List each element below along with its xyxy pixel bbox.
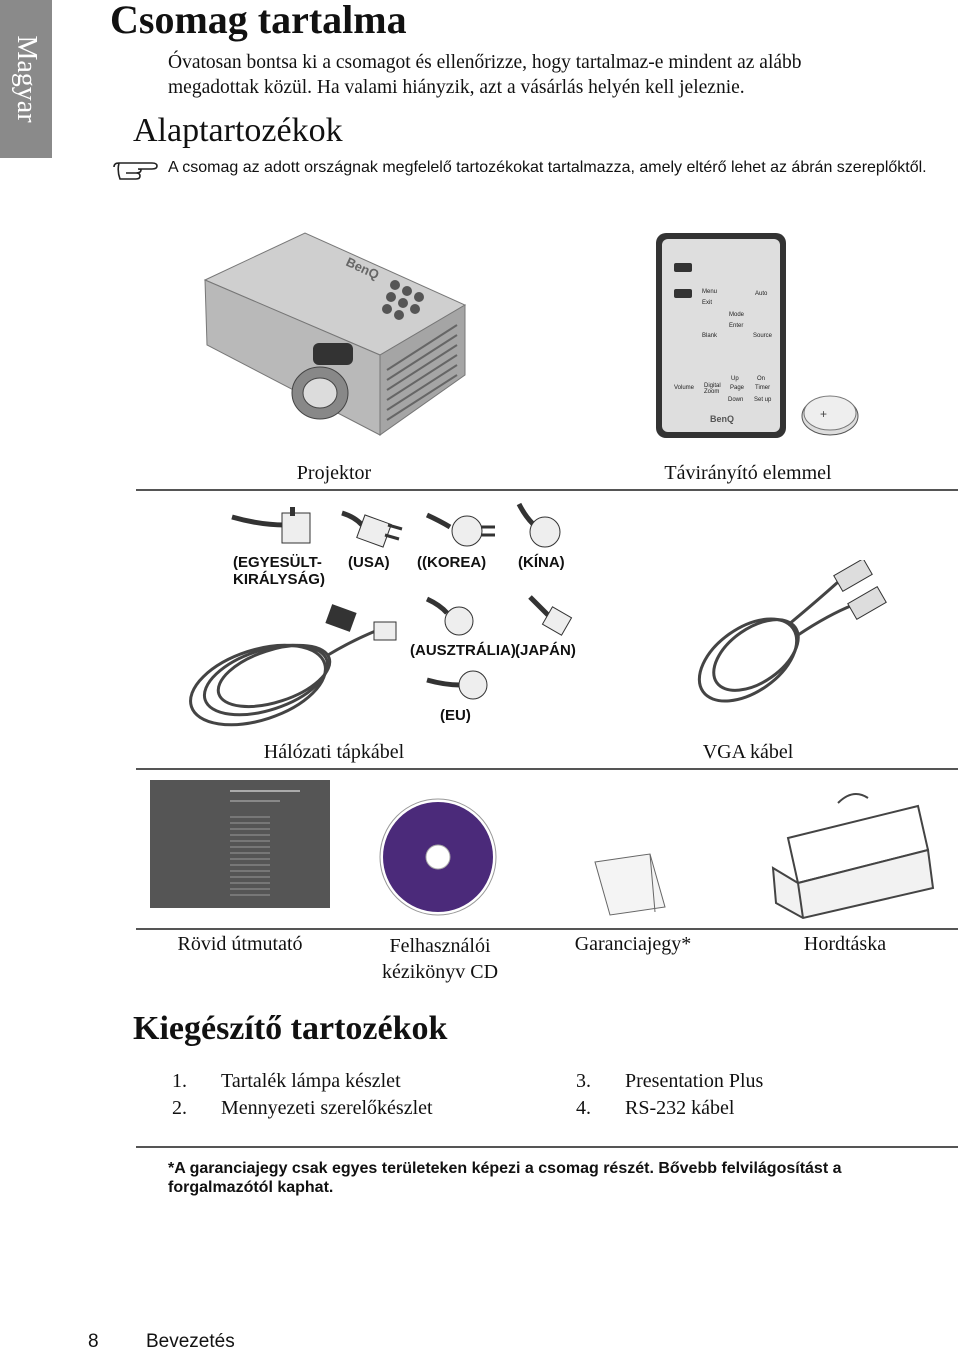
remote-volume-label: Volume xyxy=(674,385,695,391)
remote-mode-label: Mode xyxy=(729,312,745,318)
remote-zoom-label: Digital Zoom xyxy=(704,383,721,395)
us-plug-icon xyxy=(341,510,403,548)
standard-heading: Alaptartozékok xyxy=(133,112,343,149)
quick-guide-image xyxy=(150,780,330,908)
vga-caption: VGA kábel xyxy=(702,741,794,763)
accessory-2-num: 2. xyxy=(172,1097,187,1119)
remote-caption: Távirányító elemmel xyxy=(664,462,832,484)
carry-case-image xyxy=(771,793,935,920)
plug-label-eu: (EU) xyxy=(440,707,471,724)
language-tab: Magyar xyxy=(0,0,52,158)
page-number: 8 xyxy=(88,1331,99,1352)
optional-heading: Kiegészítő tartozékok xyxy=(133,1010,448,1047)
divider-3 xyxy=(136,928,958,930)
accessory-4-num: 4. xyxy=(576,1097,591,1119)
remote-exit-label: Exit xyxy=(702,300,713,306)
divider-1 xyxy=(136,489,958,491)
plug-label-uk: (EGYESÜLT- KIRÁLYSÁG) xyxy=(233,554,325,588)
eu-plug-icon xyxy=(426,670,488,700)
battery-icon: + xyxy=(801,395,859,436)
china-plug-icon xyxy=(516,502,561,548)
power-cord-caption: Hálózati tápkábel xyxy=(263,741,405,763)
accessory-4-text: RS-232 kábel xyxy=(625,1097,735,1119)
warranty-caption: Garanciajegy* xyxy=(574,933,692,955)
intro-paragraph: Óvatosan bontsa ki a csomagot és ellenőr… xyxy=(168,52,802,98)
manual-cd-image xyxy=(379,798,497,916)
manual-cd-caption-line2: kézikönyv CD xyxy=(381,961,499,983)
case-caption: Hordtáska xyxy=(803,933,887,955)
language-tab-label: Magyar xyxy=(11,35,42,123)
svg-text:+: + xyxy=(820,407,827,421)
manual-cd-caption-line1: Felhasználói xyxy=(389,935,491,957)
plug-label-china: (KÍNA) xyxy=(518,554,565,571)
vga-cable-image xyxy=(697,560,887,703)
power-cord-image xyxy=(189,604,397,727)
divider-2 xyxy=(136,768,958,770)
manual-cd-caption: Felhasználói kézikönyv CD xyxy=(340,933,540,985)
plug-label-uk-line1: (EGYESÜLT- xyxy=(233,554,322,571)
remote-on-label: On xyxy=(757,376,766,382)
quick-guide-caption: Rövid útmutató xyxy=(177,933,303,955)
warranty-card-image xyxy=(594,853,666,916)
page-title: Csomag tartalma xyxy=(110,0,407,42)
remote-source-label: Source xyxy=(753,333,773,339)
divider-4 xyxy=(136,1146,958,1148)
remote-page-label: Page xyxy=(730,385,745,391)
remote-setup-label: Set up xyxy=(754,397,772,403)
remote-timer-label: Timer xyxy=(755,385,771,391)
projector-caption: Projektor xyxy=(296,462,372,484)
remote-image: Menu Exit Auto Mode Enter Blank Source V… xyxy=(656,233,786,438)
power-button-icon xyxy=(674,263,692,272)
accessory-3-text: Presentation Plus xyxy=(625,1070,764,1092)
remote-menu-label: Menu xyxy=(702,289,718,295)
accessory-3-num: 3. xyxy=(576,1070,591,1092)
uk-plug-icon xyxy=(231,507,311,544)
accessory-1-num: 1. xyxy=(172,1070,187,1092)
pointing-hand-icon xyxy=(113,162,158,180)
plug-label-uk-line2: KIRÁLYSÁG) xyxy=(233,571,325,588)
remote-up-label: Up xyxy=(731,376,739,382)
remote-blank-label: Blank xyxy=(702,333,718,339)
remote-enter-label: Enter xyxy=(729,323,744,329)
australia-plug-icon xyxy=(425,596,474,636)
remote-brand-label: BenQ xyxy=(710,414,735,424)
plug-label-australia: (AUSZTRÁLIA) xyxy=(410,642,516,659)
remote-auto-label: Auto xyxy=(755,291,768,297)
remote-down-label: Down xyxy=(728,397,744,403)
accessory-2-text: Mennyezeti szerelőkészlet xyxy=(221,1097,433,1119)
section-name: Bevezetés xyxy=(146,1331,235,1352)
accessory-1-text: Tartalék lámpa készlet xyxy=(221,1070,401,1092)
korea-plug-icon xyxy=(425,512,495,547)
japan-plug-icon xyxy=(528,595,573,636)
warranty-footnote: *A garanciajegy csak egyes területeken k… xyxy=(168,1160,842,1196)
plug-label-korea: ((KOREA) xyxy=(417,554,487,571)
plug-label-japan: (JAPÁN) xyxy=(515,642,576,659)
input-button-icon xyxy=(674,289,692,298)
projector-image: BenQ xyxy=(203,232,467,436)
note-text: A csomag az adott országnak megfelelő ta… xyxy=(168,159,927,176)
plug-label-usa: (USA) xyxy=(348,554,390,571)
